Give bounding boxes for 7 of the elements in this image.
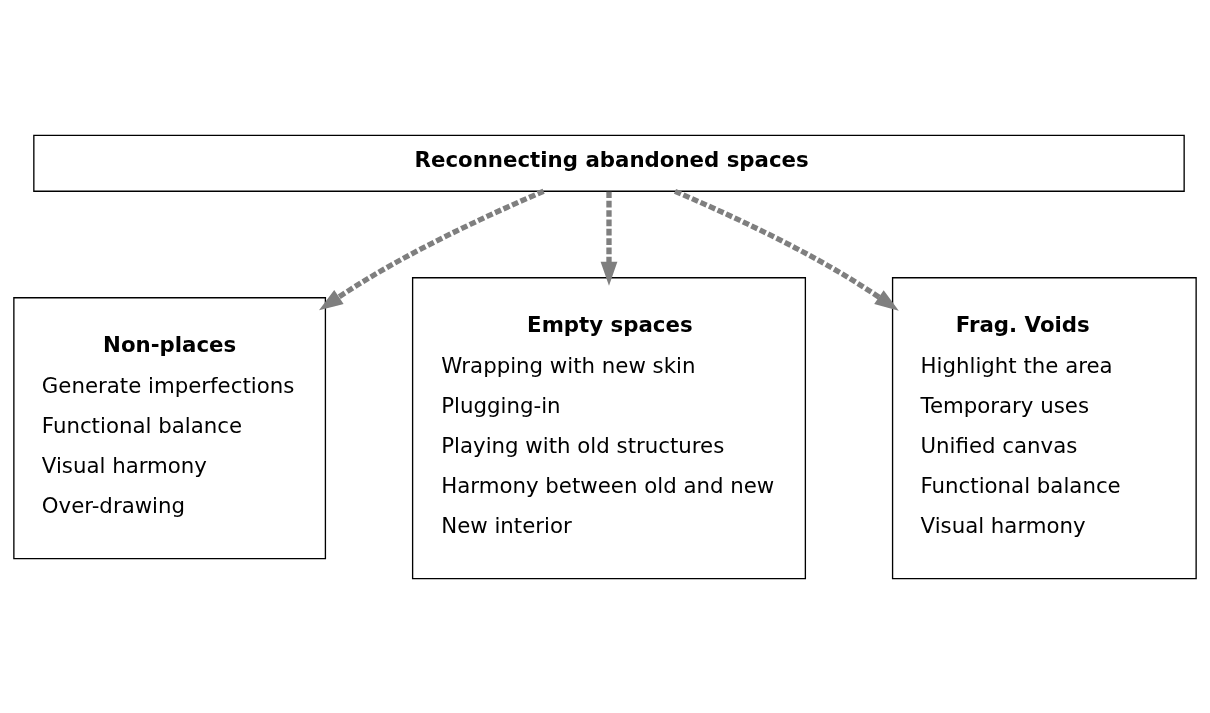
node-box: Empty spaces Wrapping with new skin Plugging-in Playing with old structures Harmony between old and new New interior — [411, 276, 807, 579]
arrow — [673, 188, 899, 311]
arrow — [600, 191, 618, 286]
node-box: Frag. Voids Highlight the area Temporary uses Unified canvas Functional balance Visual harmony — [891, 276, 1197, 579]
arrow — [319, 188, 545, 310]
node-box: Non-places Generate imperfections Functional balance Visual harmony Over-drawing — [13, 296, 327, 559]
node-box: Reconnecting abandoned spaces — [33, 134, 1185, 192]
